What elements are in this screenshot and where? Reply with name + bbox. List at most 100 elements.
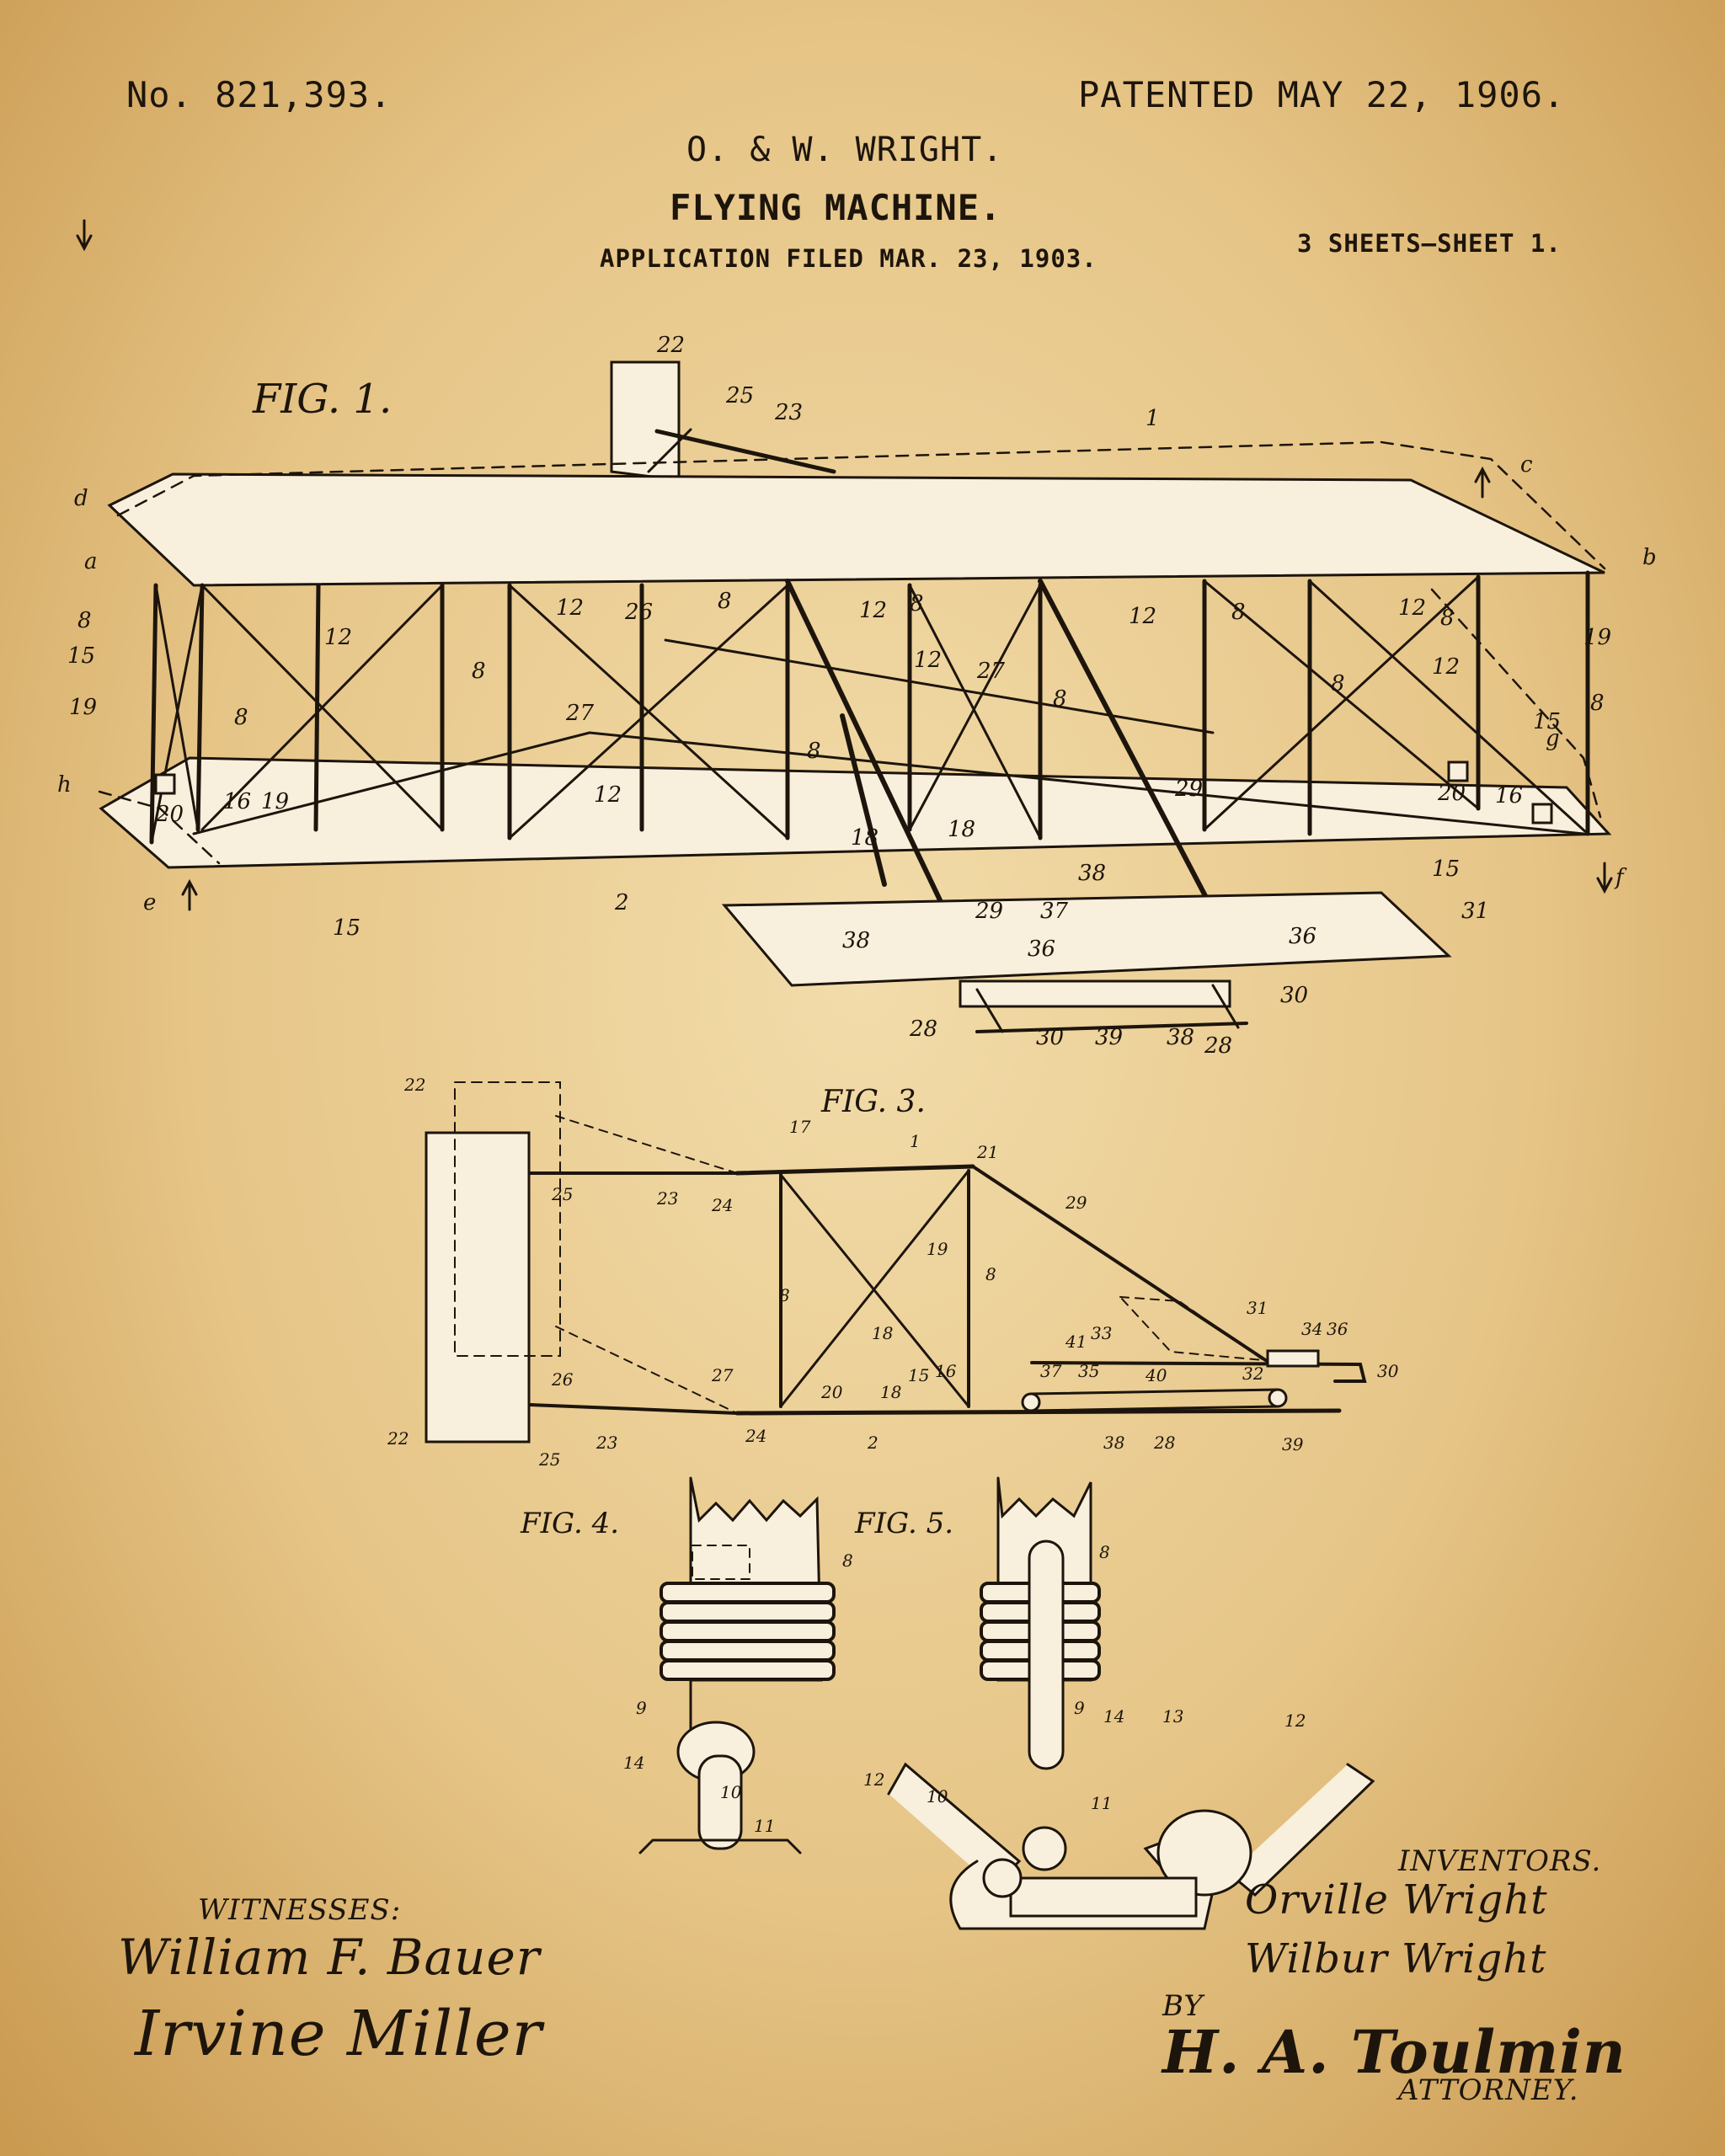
svg-text:FIG. 4.: FIG. 4. (520, 1507, 619, 1540)
attorney-label: ATTORNEY. (1398, 2073, 1579, 2107)
svg-text:9: 9 (636, 1698, 647, 1718)
inventors-line: O. & W. WRIGHT. (686, 131, 1004, 169)
svg-text:24: 24 (711, 1195, 733, 1215)
svg-text:34: 34 (1301, 1319, 1322, 1339)
svg-text:32: 32 (1242, 1364, 1263, 1384)
svg-text:23: 23 (595, 1433, 617, 1453)
svg-text:FIG. 3.: FIG. 3. (820, 1085, 926, 1119)
svg-text:11: 11 (754, 1816, 775, 1836)
svg-text:26: 26 (551, 1369, 574, 1390)
svg-text:29: 29 (975, 899, 1003, 924)
svg-text:23: 23 (656, 1188, 678, 1209)
svg-text:20: 20 (820, 1382, 843, 1402)
svg-text:39: 39 (1282, 1434, 1304, 1454)
svg-text:25: 25 (725, 383, 754, 408)
svg-text:28: 28 (909, 1017, 937, 1042)
svg-text:a: a (84, 549, 98, 574)
application-line: APPLICATION FILED MAR. 23, 1903. (600, 244, 1097, 273)
svg-text:28: 28 (1204, 1033, 1232, 1059)
fig4-drawing (638, 1476, 836, 1854)
svg-text:38: 38 (842, 928, 870, 953)
fig5-drawing (887, 1476, 1375, 1930)
svg-text:19: 19 (927, 1239, 948, 1259)
svg-text:8: 8 (1231, 600, 1246, 625)
svg-text:f: f (1614, 865, 1627, 890)
svg-text:12: 12 (863, 1769, 884, 1790)
svg-text:12: 12 (1129, 604, 1156, 629)
svg-text:14: 14 (623, 1753, 644, 1773)
document-title: FLYING MACHINE. (670, 187, 1002, 228)
svg-text:e: e (143, 890, 156, 915)
svg-text:12: 12 (1284, 1710, 1306, 1731)
svg-text:31: 31 (1247, 1298, 1268, 1318)
svg-text:h: h (57, 772, 72, 798)
svg-text:d: d (74, 486, 88, 511)
svg-text:c: c (1520, 452, 1533, 478)
svg-text:12: 12 (324, 625, 352, 650)
patent-date: PATENTED MAY 22, 1906. (1078, 74, 1566, 115)
svg-text:8: 8 (1440, 606, 1455, 631)
svg-text:15: 15 (67, 643, 95, 669)
svg-text:35: 35 (1078, 1361, 1099, 1381)
svg-text:38: 38 (1103, 1433, 1124, 1453)
witness-signature-2: Irvine Miller (135, 1998, 542, 2070)
fig1-arrows (76, 219, 1613, 911)
svg-text:8: 8 (77, 608, 92, 633)
svg-text:16: 16 (935, 1361, 957, 1381)
svg-text:16: 16 (223, 789, 251, 814)
svg-text:12: 12 (594, 782, 622, 808)
svg-text:15: 15 (1432, 857, 1460, 882)
inventor-signature-2: Wilbur Wright (1245, 1935, 1547, 1983)
svg-text:26: 26 (624, 600, 653, 625)
svg-text:8: 8 (234, 705, 248, 730)
svg-text:19: 19 (261, 789, 289, 814)
svg-text:30: 30 (1280, 983, 1308, 1008)
svg-text:29: 29 (1174, 776, 1203, 802)
svg-text:30: 30 (1036, 1025, 1064, 1050)
svg-text:33: 33 (1091, 1323, 1112, 1343)
svg-text:8: 8 (1590, 691, 1605, 716)
svg-text:37: 37 (1040, 1361, 1062, 1381)
svg-text:40: 40 (1145, 1365, 1167, 1385)
svg-text:23: 23 (774, 400, 803, 425)
inventor-signature-1: Orville Wright (1245, 1876, 1548, 1924)
svg-text:22: 22 (656, 333, 685, 358)
svg-text:18: 18 (880, 1382, 901, 1402)
svg-text:12: 12 (1432, 654, 1460, 680)
by-label: BY (1162, 1989, 1204, 2023)
svg-text:31: 31 (1461, 899, 1489, 924)
svg-text:18: 18 (872, 1323, 893, 1343)
svg-text:12: 12 (859, 598, 887, 623)
svg-text:8: 8 (985, 1264, 996, 1284)
svg-text:25: 25 (538, 1449, 560, 1470)
svg-text:36: 36 (1028, 937, 1055, 962)
svg-text:19: 19 (69, 695, 97, 720)
svg-text:1: 1 (1146, 406, 1160, 431)
svg-text:10: 10 (720, 1782, 742, 1802)
svg-text:37: 37 (1040, 899, 1069, 924)
svg-text:15: 15 (908, 1365, 929, 1385)
svg-text:8: 8 (910, 591, 924, 616)
svg-text:8: 8 (842, 1550, 853, 1571)
svg-text:18: 18 (948, 817, 975, 842)
svg-text:14: 14 (1103, 1706, 1124, 1726)
svg-text:27: 27 (565, 701, 595, 726)
svg-text:9: 9 (1074, 1698, 1085, 1718)
fig3-drawing (425, 1081, 1367, 1444)
svg-text:16: 16 (1495, 783, 1523, 808)
svg-text:30: 30 (1377, 1361, 1399, 1381)
svg-text:39: 39 (1095, 1025, 1123, 1050)
svg-text:36: 36 (1327, 1319, 1348, 1339)
svg-text:12: 12 (1398, 595, 1426, 621)
svg-text:27: 27 (976, 659, 1006, 684)
svg-text:b: b (1642, 545, 1657, 570)
svg-text:19: 19 (1583, 625, 1611, 650)
svg-text:15: 15 (333, 915, 360, 941)
svg-text:25: 25 (551, 1184, 573, 1204)
svg-text:2: 2 (867, 1433, 879, 1453)
svg-text:20: 20 (1437, 781, 1466, 806)
svg-text:38: 38 (1167, 1025, 1194, 1050)
svg-text:8: 8 (779, 1285, 790, 1305)
svg-text:12: 12 (556, 595, 584, 621)
